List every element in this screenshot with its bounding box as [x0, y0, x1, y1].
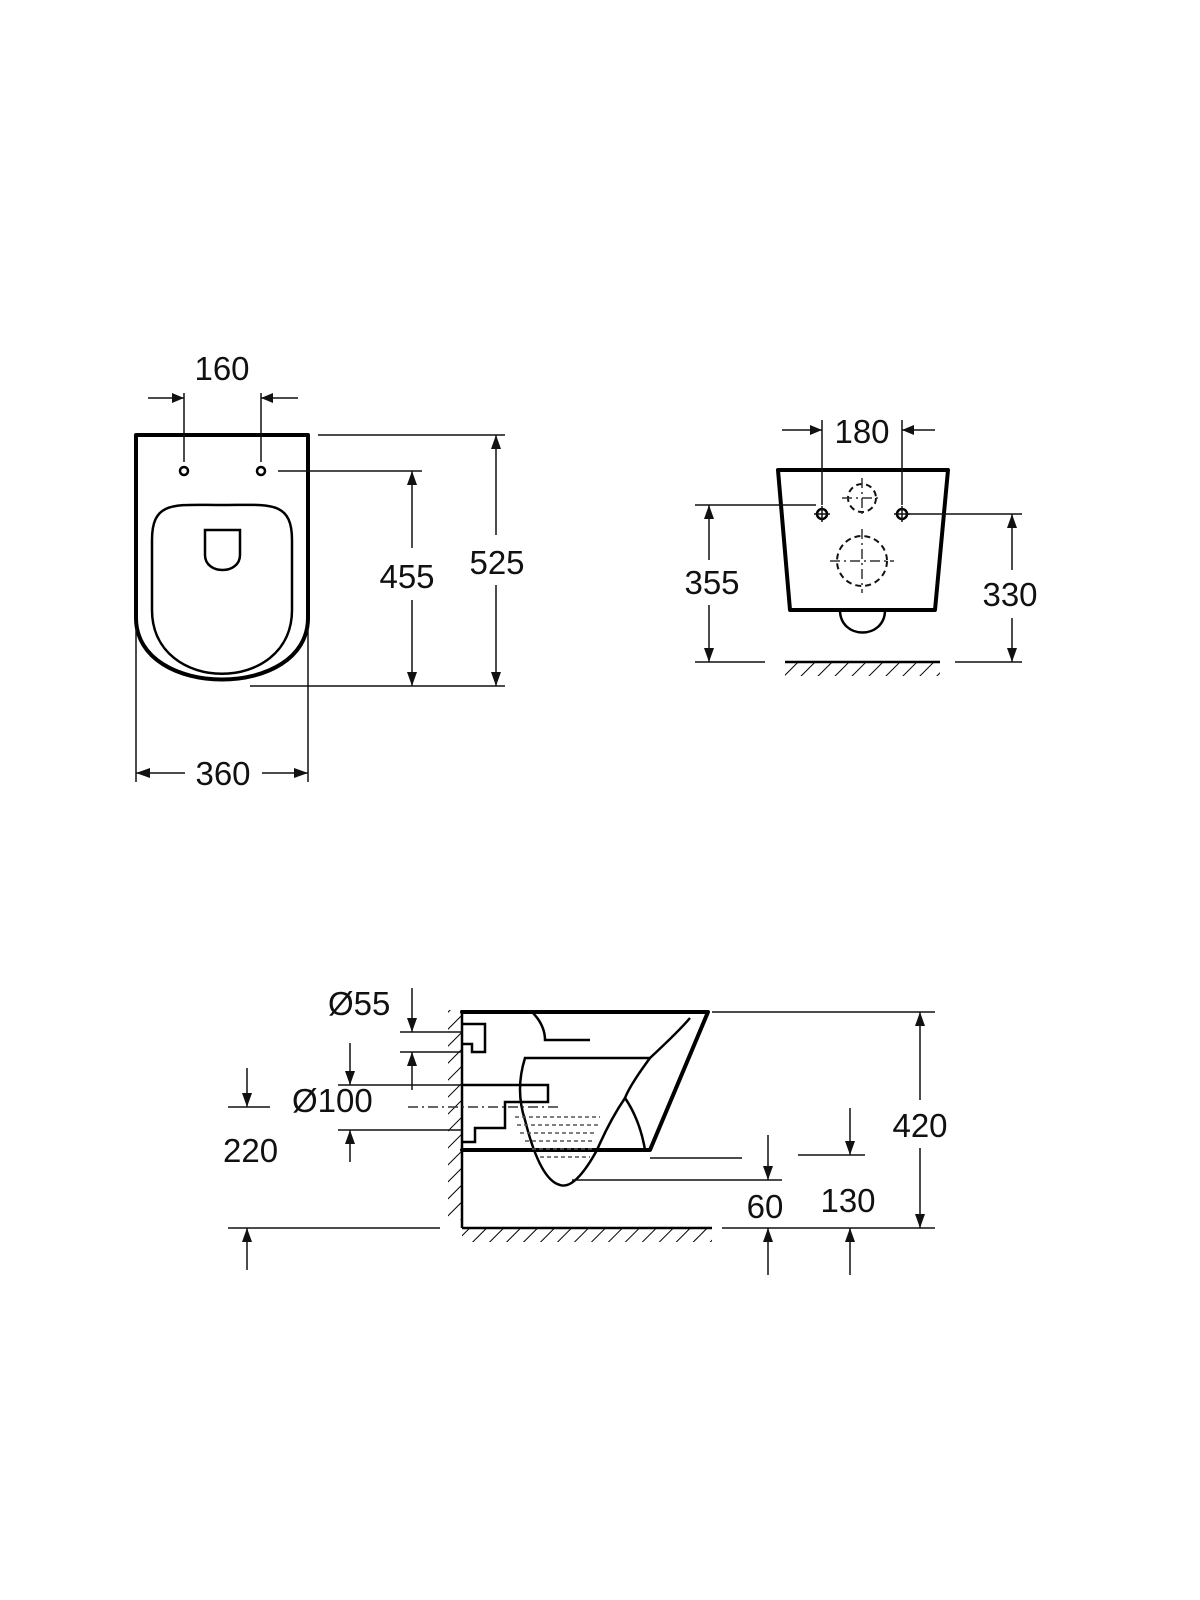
dim-length: 525 [469, 544, 524, 581]
dim-bottom: 60 [747, 1188, 784, 1225]
dim-outlet-dia: Ø100 [292, 1082, 373, 1119]
seat-hole-right [255, 465, 267, 477]
dim-outlet-height: 330 [982, 576, 1037, 613]
outlet-circle [836, 535, 888, 587]
bowl-cavity [518, 1056, 653, 1187]
dim-hole-to-front: 455 [379, 558, 434, 595]
floor-hatch-side [462, 1228, 712, 1242]
dim-bolt-height: 355 [684, 564, 739, 601]
dim-outlet-height-side: 220 [223, 1132, 278, 1169]
outlet-connector [462, 1083, 550, 1144]
water-surface [515, 1116, 600, 1158]
dim-seat-holes: 160 [194, 350, 249, 387]
outlet-spigot [838, 609, 887, 634]
dim-base: 130 [820, 1182, 875, 1219]
bowl-side-outline [460, 1010, 710, 1152]
top-view: 160 360 455 525 [134, 350, 525, 792]
seat-hole-left [178, 465, 190, 477]
side-view: Ø55 Ø100 220 420 [223, 985, 948, 1275]
seat-inner-outline [150, 503, 294, 675]
bowl-outline [134, 433, 310, 682]
inlet-connector [462, 1022, 487, 1054]
dim-inlet-dia: Ø55 [328, 985, 390, 1022]
rear-outline [776, 468, 950, 612]
floor-hatch [785, 662, 940, 676]
wall-hatch [448, 1010, 462, 1220]
dim-bolt-spacing: 180 [834, 413, 889, 450]
dim-width: 360 [195, 755, 250, 792]
rear-view: 180 355 330 [684, 413, 1038, 676]
rim-opening [203, 528, 242, 572]
dim-height: 420 [892, 1107, 947, 1144]
